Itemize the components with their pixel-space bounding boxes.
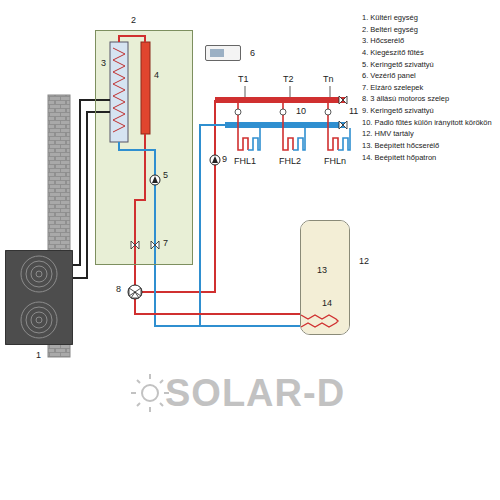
callout-number: FHL1 <box>234 156 256 167</box>
callout-number: FHLn <box>324 156 346 167</box>
tank-body <box>300 220 350 335</box>
callout-number: 11 <box>349 106 358 117</box>
callout-number: 5 <box>163 170 168 181</box>
callout-number: 7 <box>163 238 168 249</box>
loop-valve <box>280 109 286 115</box>
loop-valve <box>325 109 331 115</box>
parts-list-item: 9. Keringető szivattyú <box>362 105 498 117</box>
three-way-valve <box>128 285 142 299</box>
supply-pipe <box>135 265 300 314</box>
callout-number: T1 <box>238 74 249 85</box>
tank-coil <box>301 315 338 327</box>
parts-list-item: 2. Beltéri egység <box>362 24 498 36</box>
pump-5 <box>150 175 160 185</box>
loop-return <box>293 128 305 150</box>
heat-exchanger <box>110 42 128 142</box>
callout-number: 6 <box>250 49 255 59</box>
parts-list-item: 3. Hőcserélő <box>362 35 498 47</box>
return-manifold <box>225 122 345 128</box>
indoor-unit: 2 <box>95 30 193 265</box>
callout-number: FHL2 <box>279 156 301 167</box>
callout-number: 1 <box>36 351 41 361</box>
callout-number: 9 <box>222 154 227 165</box>
parts-list-item: 10. Padló fűtés külön irányított körökön <box>362 117 498 129</box>
watermark: SOLAR-D <box>165 371 345 417</box>
outdoor-unit: 1 <box>5 250 73 345</box>
callout-number: 14 <box>322 298 332 309</box>
parts-list-item: 6. Vezérlő panel <box>362 70 498 82</box>
sensor-leads <box>245 86 330 97</box>
floor-loops <box>235 103 350 150</box>
loop-valve <box>235 109 241 115</box>
callout-number: Tn <box>323 74 334 85</box>
parts-list-item: 1. Kültéri egység <box>362 12 498 24</box>
callout-number: T2 <box>283 74 294 85</box>
sun-mark <box>131 374 169 412</box>
hot-water-tank: 1213 <box>300 220 350 335</box>
parts-list-item: 13. Beépített hőcserélő <box>362 140 498 152</box>
refrigerant-pipe <box>73 100 95 265</box>
callout-number: 12 <box>359 257 369 267</box>
parts-list-item: 5. Keringető szivattyú <box>362 59 498 71</box>
callout-number: 8 <box>116 284 121 295</box>
parts-list-item: 8. 3 állású motoros szelep <box>362 93 498 105</box>
parts-list-item: 12. HMV tartály <box>362 128 498 140</box>
parts-list: 1. Kültéri egység2. Beltéri egység3. Hőc… <box>362 12 498 163</box>
pipes <box>73 36 300 326</box>
control-panel: 6 <box>205 45 241 61</box>
callout-number: 13 <box>317 266 327 276</box>
panel-screen <box>210 49 224 57</box>
parts-list-item: 14. Beépített hőpatron <box>362 152 498 164</box>
parts-list-item: 7. Elzáró szelepek <box>362 82 498 94</box>
backup-heater <box>141 42 150 134</box>
outdoor-unit-body <box>5 250 73 345</box>
indoor-unit-fill <box>95 30 193 265</box>
callout-number: 10 <box>296 106 306 117</box>
callout-number: 3 <box>101 58 106 69</box>
loop-return <box>338 128 350 150</box>
loop-return <box>248 128 260 150</box>
pump-9 <box>210 155 220 165</box>
callout-number: 2 <box>131 16 136 26</box>
supply-manifold <box>215 97 345 103</box>
parts-list-item: 4. Kiegészítő fűtés <box>362 47 498 59</box>
callout-number: 4 <box>154 70 159 81</box>
